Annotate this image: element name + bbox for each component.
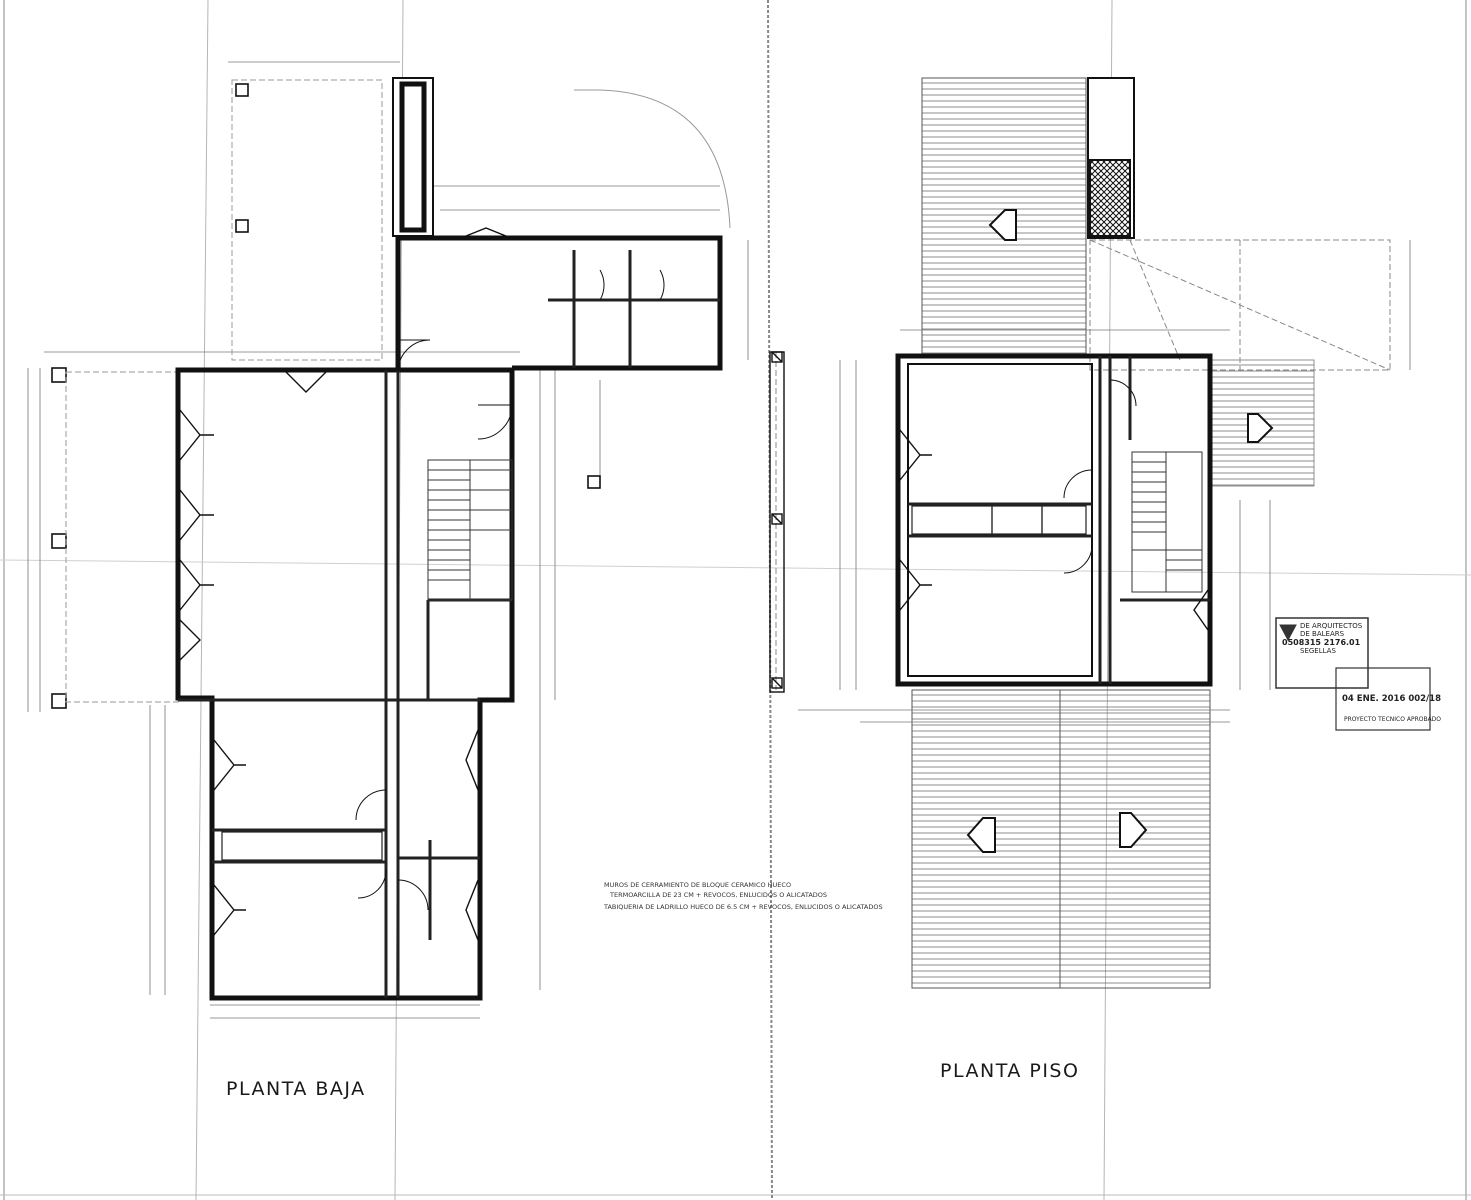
- slope-arrow-left-bottom: [966, 817, 996, 853]
- upper-interior-walls: [908, 356, 1210, 684]
- terrace-outline: [65, 79, 731, 703]
- slope-arrow-right-side: [1247, 413, 1274, 443]
- ground-windows: [179, 227, 517, 941]
- approval-stamp: [1275, 617, 1431, 731]
- upper-exterior-walls: [895, 353, 1213, 687]
- porch-columns: [51, 83, 601, 709]
- stamp-line-1: DE ARQUITECTOS: [1300, 622, 1363, 630]
- upper-staircase: [1131, 451, 1203, 593]
- ground-floor-plan: [27, 61, 749, 1019]
- upper-balcony: [769, 351, 785, 693]
- ground-kitchen-counter: [221, 831, 383, 861]
- stamp-line-3: 0508315 2176.01: [1282, 638, 1361, 647]
- upper-doors: [1063, 379, 1137, 574]
- slope-arrow-right-bottom: [1119, 812, 1148, 848]
- roof-slope-arrows: [966, 209, 1274, 853]
- upper-pergola: [775, 239, 1391, 690]
- stamp-footer: PROYECTO TECNICO APROBADO: [1344, 716, 1442, 723]
- upper-floor-title: PLANTA PISO: [940, 1060, 1080, 1082]
- ground-doors: [355, 269, 665, 911]
- stamp-line-2: DE BALEARS: [1300, 630, 1345, 638]
- stamp-date: 04 ENE. 2016 002/18: [1342, 694, 1441, 704]
- upper-windows: [899, 429, 1209, 631]
- legend-note-1a: MUROS DE CERRAMIENTO DE BLOQUE CERAMICO …: [604, 881, 792, 889]
- stamp-line-4: SEGELLAS: [1300, 647, 1336, 655]
- slope-arrow-left-top: [988, 209, 1017, 241]
- ground-floor-title: PLANTA BAJA: [226, 1078, 366, 1100]
- ground-dimension-lines: [27, 61, 749, 1019]
- upper-chimney: [1089, 159, 1131, 237]
- stamp-text: DE ARQUITECTOS DE BALEARS 0508315 2176.0…: [1282, 622, 1363, 655]
- upper-floor-plan: [769, 77, 1411, 989]
- legend-note-1b: TERMOARCILLA DE 23 CM + REVOCOS, ENLUCID…: [610, 891, 828, 899]
- upper-dimension-lines: [798, 240, 1411, 723]
- construction-legend: MUROS DE CERRAMIENTO DE BLOQUE CERAMICO …: [604, 880, 883, 912]
- legend-note-2: TABIQUERIA DE LADRILLO HUECO DE 6.5 CM +…: [604, 903, 883, 911]
- ground-interior-walls: [178, 250, 720, 998]
- upper-wardrobes: [911, 505, 1087, 535]
- ground-staircase: [427, 459, 513, 601]
